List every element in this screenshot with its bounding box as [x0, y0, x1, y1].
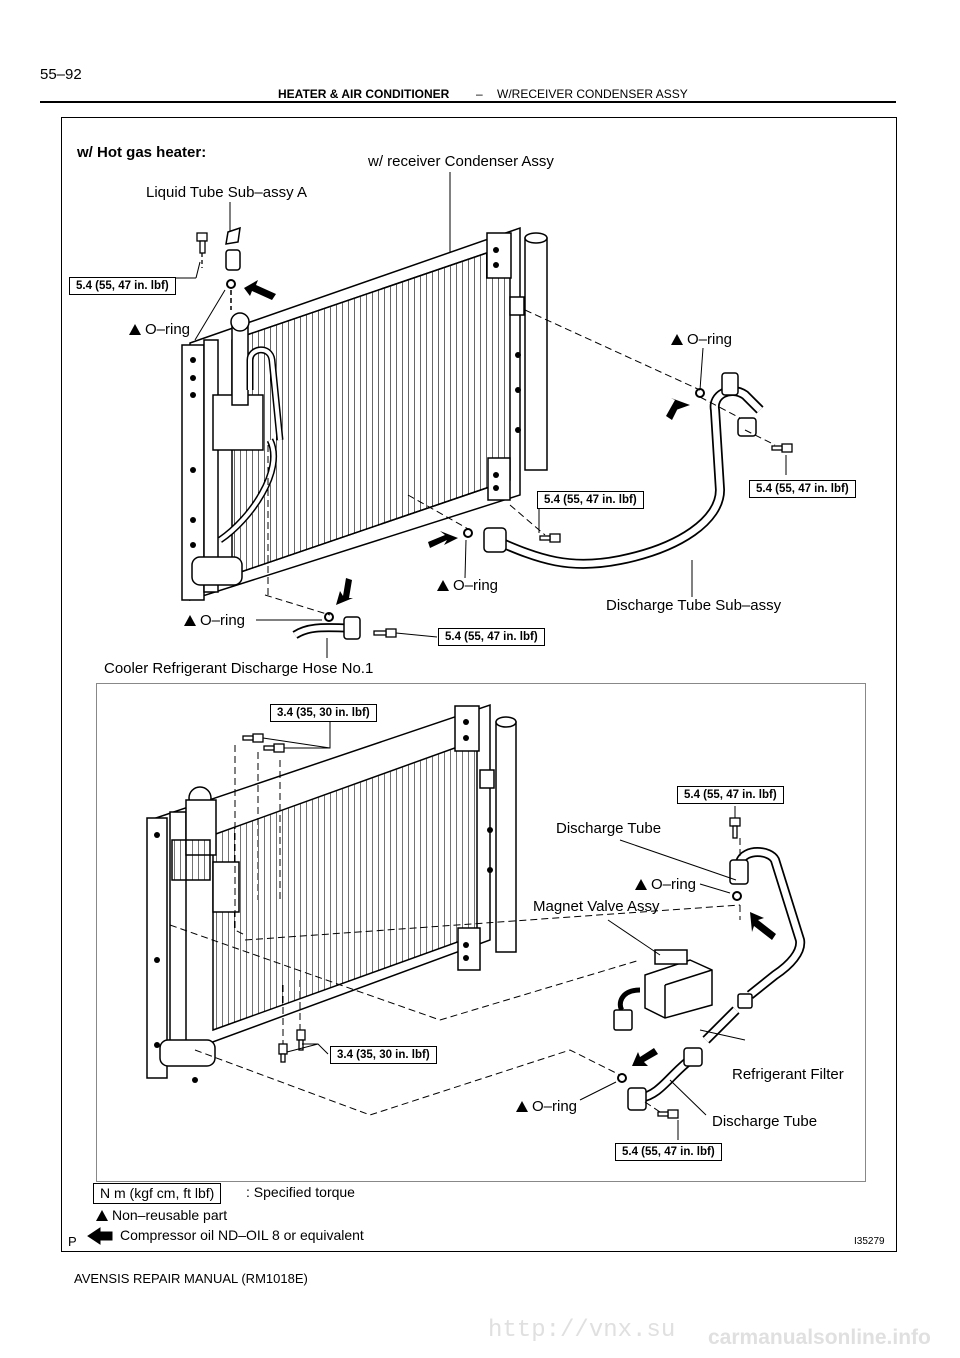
label-oring-upper: O–ring — [635, 876, 696, 893]
label-condenser-assy: w/ receiver Condenser Assy — [368, 153, 554, 170]
legend-nonreusable: Non–reusable part — [96, 1207, 227, 1224]
tank-bolts — [190, 247, 521, 548]
label-oring-low: O–ring — [184, 612, 245, 629]
label-magnet-valve: Magnet Valve Assy — [533, 898, 660, 915]
label-oring-lower: O–ring — [516, 1098, 577, 1115]
label-oring-right: O–ring — [671, 331, 732, 348]
torque-top-3: 5.4 (55, 47 in. lbf) — [537, 491, 644, 509]
label-oring-mid: O–ring — [437, 577, 498, 594]
legend-oil: Compressor oil ND–OIL 8 or equivalent — [120, 1227, 364, 1243]
corner-mark: P — [68, 1234, 77, 1249]
oil-arrows-top — [244, 280, 690, 605]
torque-top-1: 5.4 (55, 47 in. lbf) — [69, 277, 176, 295]
nonreusable-icon — [96, 1210, 108, 1221]
label-cooler-hose: Cooler Refrigerant Discharge Hose No.1 — [104, 660, 374, 677]
bottom-bolts — [242, 733, 741, 1119]
torque-bottom-3: 3.4 (35, 30 in. lbf) — [330, 1046, 437, 1064]
top-bolt-1 — [196, 232, 208, 268]
label-discharge-tube-upper: Discharge Tube — [556, 820, 662, 837]
torque-bottom-2: 5.4 (55, 47 in. lbf) — [677, 786, 784, 804]
legend-oil-arrow — [87, 1227, 113, 1245]
discharge-tube-bottom-lower — [617, 1047, 703, 1111]
top-bolts — [373, 443, 793, 638]
legend-torque-desc: : Specified torque — [246, 1184, 355, 1200]
header-separator: – — [476, 87, 483, 101]
label-oring-left: O–ring — [129, 321, 190, 338]
nonreusable-icon — [516, 1101, 528, 1112]
nonreusable-icon — [129, 324, 141, 335]
nonreusable-icon — [437, 580, 449, 591]
header-section: HEATER & AIR CONDITIONER — [278, 87, 450, 101]
bottom-condenser — [146, 703, 517, 1079]
nonreusable-icon — [635, 879, 647, 890]
label-discharge-tube-lower: Discharge Tube — [712, 1113, 818, 1130]
torque-top-4: 5.4 (55, 47 in. lbf) — [438, 628, 545, 646]
liquid-tube-a — [225, 226, 241, 310]
bottom-tank-bolts — [154, 719, 493, 1083]
nonreusable-icon — [184, 615, 196, 626]
discharge-tube-sub — [463, 372, 764, 569]
bottom-dashed-guides — [169, 745, 741, 1116]
discharge-tube-bottom-upper — [702, 847, 806, 1044]
label-liquid-tube: Liquid Tube Sub–assy A — [146, 184, 307, 201]
torque-bottom-1: 3.4 (35, 30 in. lbf) — [270, 704, 377, 722]
label-refrigerant-filter: Refrigerant Filter — [732, 1066, 844, 1083]
header-rule — [40, 101, 896, 103]
torque-top-2: 5.4 (55, 47 in. lbf) — [749, 480, 856, 498]
section-title: w/ Hot gas heater: — [77, 144, 207, 161]
top-leaders — [164, 172, 787, 658]
bottom-subframe — [96, 683, 866, 1182]
page-number: 55–92 — [40, 66, 82, 83]
label-discharge-tube-sub: Discharge Tube Sub–assy — [606, 597, 782, 614]
watermark-right: carmanualsonline.info — [708, 1326, 931, 1349]
figure-frame — [61, 117, 897, 1252]
manual-footer: AVENSIS REPAIR MANUAL (RM1018E) — [74, 1271, 308, 1286]
bottom-leaders — [262, 720, 746, 1140]
header-subsection: W/RECEIVER CONDENSER ASSY — [497, 87, 688, 101]
magnet-valve — [613, 949, 713, 1031]
legend-torque-box: N m (kgf cm, ft lbf) — [93, 1183, 222, 1204]
oil-arrows-bottom — [632, 912, 776, 1066]
torque-bottom-4: 5.4 (55, 47 in. lbf) — [615, 1143, 722, 1161]
cooler-hose — [292, 612, 361, 640]
watermark-left: http://vnx.su — [488, 1317, 676, 1344]
top-condenser — [181, 226, 548, 602]
figure-id: I35279 — [854, 1236, 885, 1247]
nonreusable-icon — [671, 334, 683, 345]
